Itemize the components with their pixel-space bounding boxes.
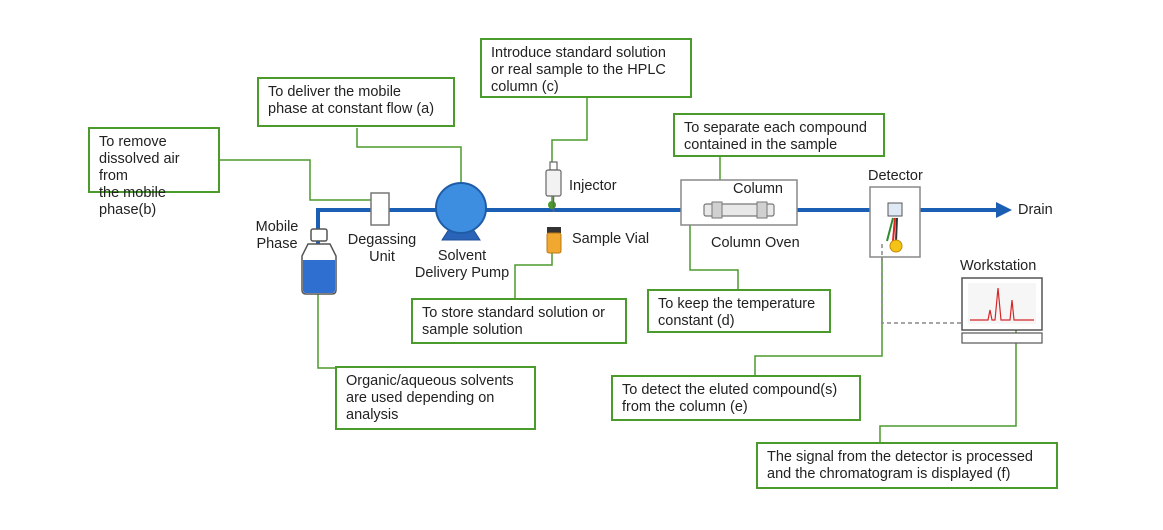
solvents-note: Organic/aqueous solvents are used depend… (335, 366, 536, 430)
detector-icon (869, 186, 921, 258)
injector-note: Introduce standard solution or real samp… (480, 38, 692, 98)
signal-line (881, 244, 963, 324)
column-icon (703, 201, 775, 219)
degassing-note: To remove dissolved air from the mobile … (88, 127, 220, 218)
oven-note: To keep the temperature constant (d) (647, 289, 831, 333)
detector-label: Detector (868, 168, 923, 184)
vial-note: To store standard solution or sample sol… (411, 298, 627, 344)
workstation-note: The signal from the detector is processe… (756, 442, 1058, 489)
workstation-label: Workstation (960, 258, 1037, 274)
chromatogram-peaks (970, 287, 1034, 321)
workstation-icon (961, 277, 1043, 344)
degassing-unit-icon (370, 192, 390, 226)
injector-label: Injector (569, 178, 617, 194)
mobile-phase-bottle-icon (301, 228, 337, 295)
detector-note: To detect the eluted compound(s) from th… (611, 375, 861, 421)
pump-note: To deliver the mobile phase at constant … (257, 77, 455, 127)
column-oven-label: Column Oven (711, 235, 800, 251)
mobile-phase-label: Mobile Phase (255, 219, 299, 252)
pump-label: Solvent Delivery Pump (414, 248, 510, 281)
drain-arrow-icon (996, 202, 1012, 218)
column-label: Column (733, 181, 783, 197)
degassing-unit-label: Degassing Unit (347, 232, 417, 265)
injector-icon (545, 161, 562, 212)
sample-vial-icon (546, 227, 562, 254)
drain-label: Drain (1018, 202, 1053, 218)
sample-vial-label: Sample Vial (572, 231, 650, 247)
pump-icon (435, 182, 487, 241)
column-oven-icon (680, 179, 798, 226)
keyboard-icon (961, 332, 1043, 344)
column-note: To separate each compound contained in t… (673, 113, 885, 157)
